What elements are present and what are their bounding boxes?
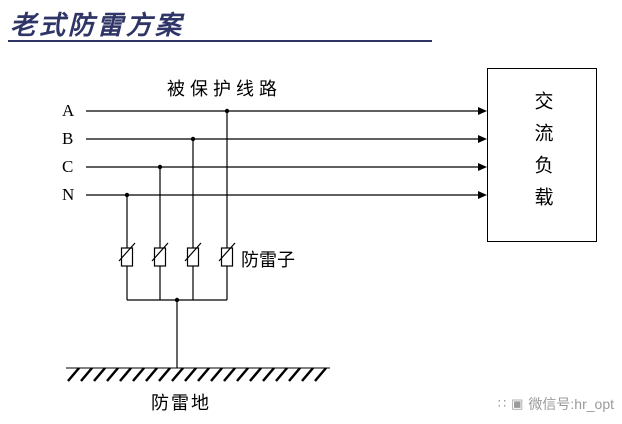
phase-label-n: N	[62, 185, 75, 204]
watermark-text: 微信号:hr_opt	[528, 396, 614, 412]
ground-bus	[126, 266, 228, 368]
dots-icon: ∷	[497, 396, 507, 411]
ac-load-label: 交流负载	[531, 91, 553, 219]
ac-load-box: 交流负载	[487, 68, 597, 242]
phase-lines	[86, 110, 479, 196]
phase-label-b: B	[62, 129, 74, 148]
page-title: 老式防雷方案	[10, 11, 185, 40]
drop-lines	[126, 111, 228, 248]
ground-label: 防雷地	[151, 393, 211, 413]
arrow-heads	[478, 107, 487, 199]
watermark: ∷ ▣ 微信号:hr_opt	[498, 394, 614, 414]
ground-hatch	[66, 367, 330, 382]
tap-dots	[124, 108, 230, 303]
protected-line-label: 被保护线路	[167, 79, 282, 99]
wechat-icon: ▣	[511, 396, 524, 411]
title-underline	[8, 40, 432, 42]
phase-label-c: C	[62, 157, 74, 176]
arrester-symbols	[118, 242, 236, 267]
phase-label-a: A	[62, 101, 75, 120]
arrester-label: 防雷子	[241, 250, 295, 270]
